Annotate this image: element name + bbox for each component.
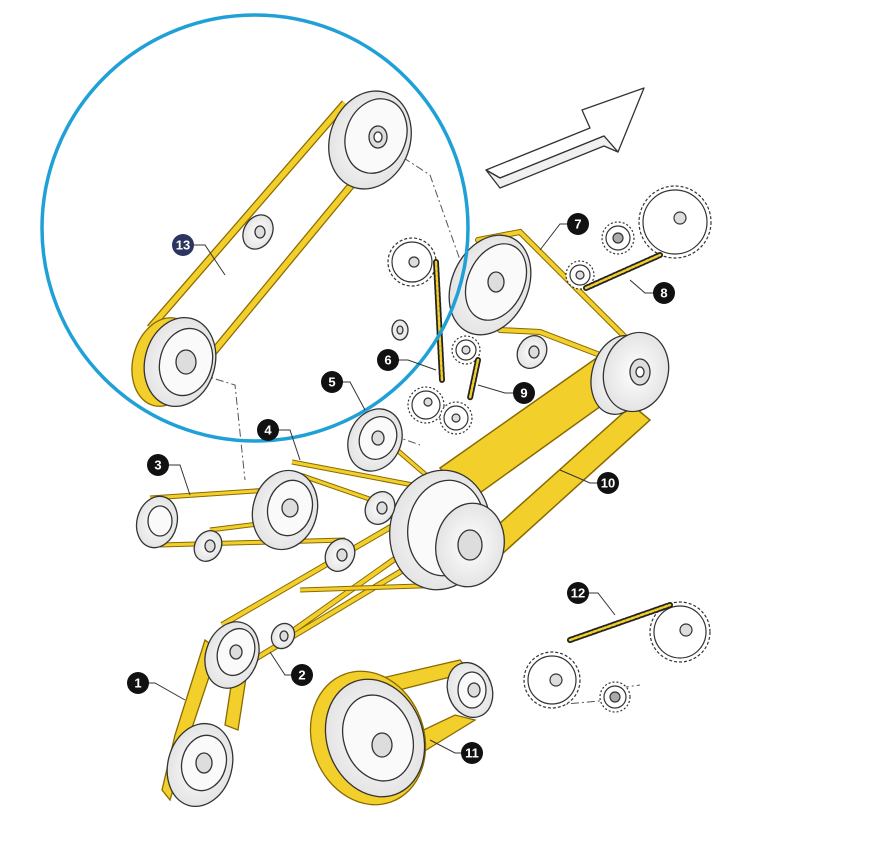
callout-1[interactable]: 1 xyxy=(127,672,149,694)
highlight-circle xyxy=(40,13,470,443)
pulley-13-idler xyxy=(242,214,274,250)
callout-8[interactable]: 8 xyxy=(653,282,675,304)
callout-5[interactable]: 5 xyxy=(321,371,343,393)
sprocket-9-right xyxy=(439,401,473,435)
pulley-13-bottom xyxy=(131,316,217,408)
pulley-7 xyxy=(448,234,532,336)
pulley-4 xyxy=(251,469,319,551)
callout-label: 1 xyxy=(134,676,141,691)
pulley-icon xyxy=(131,90,670,808)
callout-label: 4 xyxy=(264,423,272,438)
callout-label: 5 xyxy=(328,375,335,390)
pulley-2 xyxy=(204,621,296,689)
callout-label: 7 xyxy=(574,217,581,232)
pulley-1 xyxy=(166,722,234,808)
callout-label: 2 xyxy=(298,668,305,683)
sprocket-icon xyxy=(387,185,712,713)
pulley-5-idler xyxy=(364,491,396,525)
callout-4[interactable]: 4 xyxy=(257,419,279,441)
pulley-3 xyxy=(135,495,356,572)
sprocket-6-mid xyxy=(451,335,481,365)
pulley-11 xyxy=(324,661,494,798)
callout-label: 8 xyxy=(660,286,667,301)
pulley-7-idler xyxy=(516,335,548,369)
pulley-13-top xyxy=(328,90,412,190)
callout-3[interactable]: 3 xyxy=(147,454,169,476)
callout-12[interactable]: 12 xyxy=(567,582,589,604)
callout-label: 6 xyxy=(384,353,391,368)
sprocket-8-large xyxy=(638,185,712,259)
callout-label: 12 xyxy=(571,586,585,601)
pulley-10-top xyxy=(590,331,670,415)
callout-6[interactable]: 6 xyxy=(377,349,399,371)
callout-7[interactable]: 7 xyxy=(567,213,589,235)
arrow-icon xyxy=(485,87,645,189)
sprocket-12-small xyxy=(599,681,631,713)
chain-icon xyxy=(433,252,673,643)
sprocket-12-large xyxy=(649,601,711,663)
pulley-center xyxy=(389,469,505,591)
bushing-6 xyxy=(391,319,409,341)
callout-10[interactable]: 10 xyxy=(597,472,619,494)
callout-label: 11 xyxy=(465,746,479,761)
callout-13[interactable]: 13 xyxy=(172,234,194,256)
callout-2[interactable]: 2 xyxy=(291,664,313,686)
sprocket-8-small xyxy=(601,221,635,255)
sprocket-9-left xyxy=(407,386,445,424)
callout-label: 3 xyxy=(154,458,161,473)
sprocket-6-top xyxy=(387,237,437,287)
callout-label: 13 xyxy=(176,238,190,253)
sprocket-7-small xyxy=(565,260,595,290)
callout-label: 9 xyxy=(520,386,527,401)
callout-9[interactable]: 9 xyxy=(513,382,535,404)
pulley-5 xyxy=(347,408,403,472)
callout-label: 10 xyxy=(601,476,615,491)
sprocket-12-mid xyxy=(523,651,581,709)
callout-11[interactable]: 11 xyxy=(461,742,483,764)
